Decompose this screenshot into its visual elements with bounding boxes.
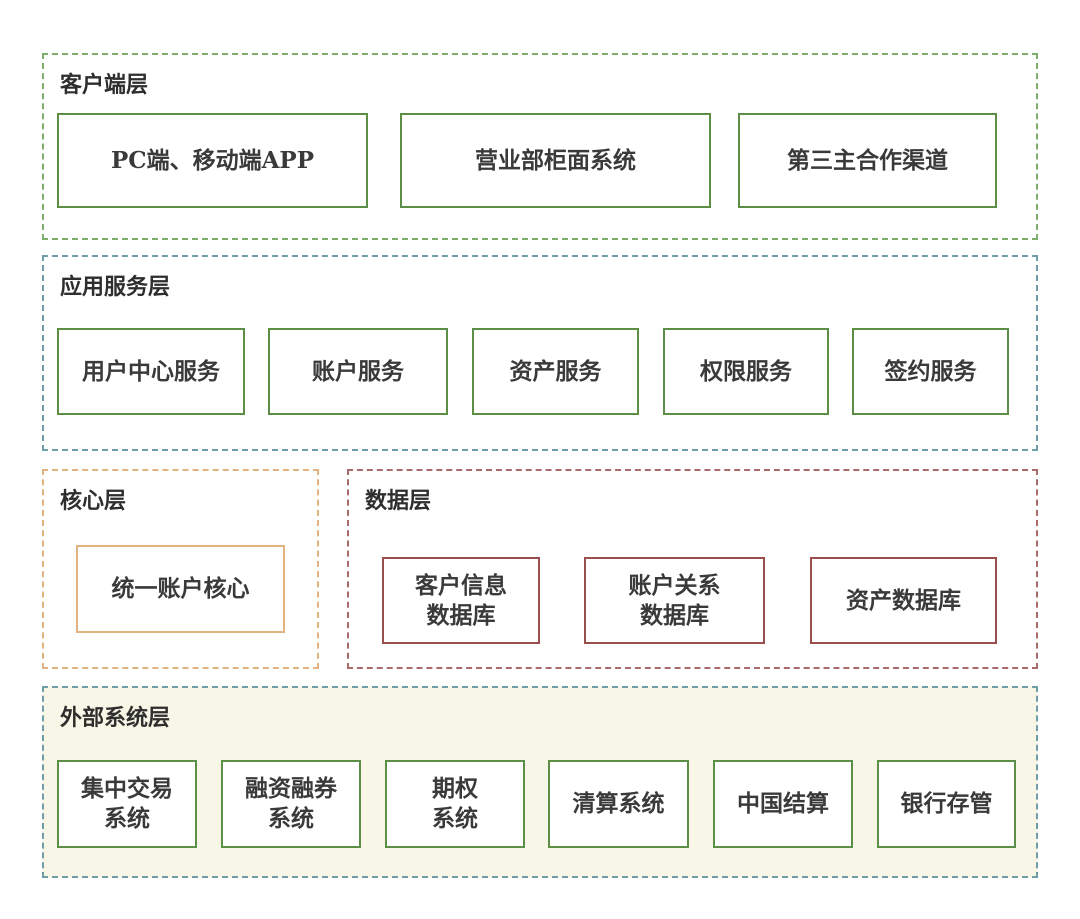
external-layer-title: 外部系统层 (60, 705, 171, 731)
core-layer-title: 核心层 (60, 488, 127, 514)
service-layer: 应用服务层 (42, 255, 1038, 451)
core-unified-account-box: 统一账户核心 (76, 545, 285, 633)
service-user-center-box: 用户中心服务 (57, 328, 245, 415)
data-layer: 数据层 (347, 469, 1038, 669)
external-margin-box: 融资融券 系统 (221, 760, 361, 848)
service-permission-box: 权限服务 (663, 328, 829, 415)
data-asset-db-box: 资产数据库 (810, 557, 997, 644)
client-app-box: PC端、移动端APP (57, 113, 368, 208)
client-counter-box: 营业部柜面系统 (400, 113, 711, 208)
data-account-relation-db-box: 账户关系 数据库 (584, 557, 765, 644)
data-layer-title: 数据层 (365, 488, 432, 514)
service-layer-title: 应用服务层 (60, 274, 171, 300)
service-asset-box: 资产服务 (472, 328, 639, 415)
external-options-box: 期权 系统 (385, 760, 525, 848)
data-customer-db-box: 客户信息 数据库 (382, 557, 540, 644)
client-layer-title: 客户端层 (60, 72, 149, 98)
external-bank-custody-box: 银行存管 (877, 760, 1016, 848)
external-trading-box: 集中交易 系统 (57, 760, 197, 848)
service-contract-box: 签约服务 (852, 328, 1009, 415)
client-layer: 客户端层 (42, 53, 1038, 240)
client-partner-box: 第三主合作渠道 (738, 113, 997, 208)
external-clearing-box: 清算系统 (548, 760, 689, 848)
external-layer: 外部系统层 (42, 686, 1038, 878)
service-account-box: 账户服务 (268, 328, 448, 415)
external-csdc-box: 中国结算 (713, 760, 853, 848)
core-layer: 核心层 (42, 469, 319, 669)
